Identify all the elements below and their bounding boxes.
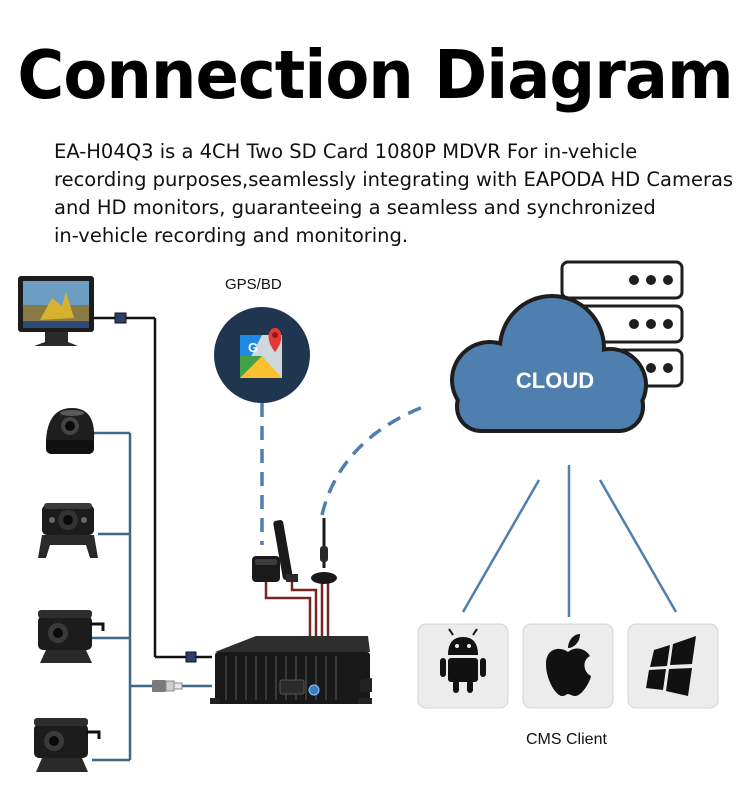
windows-client (627, 623, 719, 709)
gps-antenna-icon (252, 556, 280, 582)
cloud-link (320, 403, 429, 516)
rear-camera-icon (38, 610, 105, 663)
client-links (461, 465, 678, 617)
camera-bus-lines (90, 431, 212, 762)
wifi-antenna-icon (273, 520, 298, 582)
mdvr-icon (210, 636, 372, 704)
camera-cable-connector (185, 651, 197, 663)
windows-icon (646, 636, 696, 696)
cloud-icon (450, 294, 648, 433)
server-lights (629, 275, 673, 373)
cloud-label: CLOUD (515, 368, 595, 393)
android-icon (440, 628, 486, 693)
apple-client (522, 623, 614, 709)
svg-text:G: G (248, 340, 258, 355)
antenna-cables (264, 578, 330, 640)
android-client (417, 623, 509, 709)
ethernet-connector-icon (152, 680, 183, 692)
dome-camera-icon (46, 408, 95, 454)
cms-client-label: CMS Client (526, 731, 607, 748)
monitor-cable (92, 316, 212, 659)
monitor-icon (18, 276, 94, 346)
monitor-cable-connector (114, 312, 127, 324)
4g-antenna-icon (311, 518, 337, 584)
page-title: Connection Diagram (17, 37, 733, 115)
description-line: EA-H04Q3 is a 4CH Two SD Card 1080P MDVR… (54, 140, 638, 163)
description: EA-H04Q3 is a 4CH Two SD Card 1080P MDVR… (54, 138, 734, 250)
gps-label: GPS/BD (225, 276, 282, 293)
rear-camera-icon (34, 718, 101, 772)
description-line: and HD monitors, guaranteeing a seamless… (54, 196, 656, 219)
google-maps-icon: G (214, 307, 310, 403)
side-camera-icon (38, 503, 98, 558)
apple-icon (546, 634, 591, 696)
description-line: recording purposes,seamlessly integratin… (54, 168, 734, 191)
description-line: in-vehicle recording and monitoring. (54, 224, 409, 247)
